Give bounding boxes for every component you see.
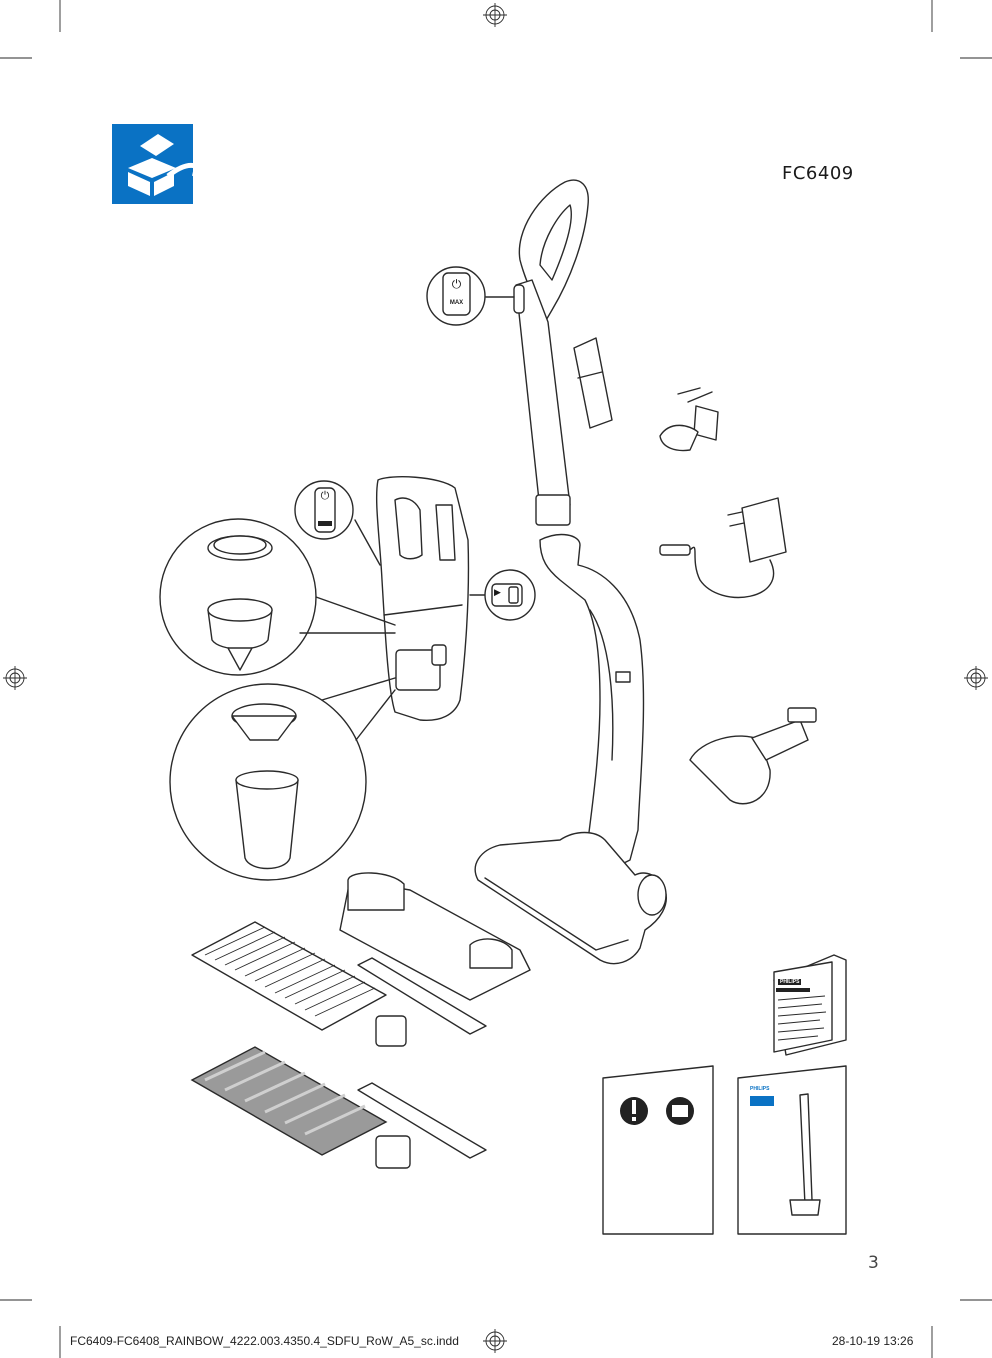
footer-file-name: FC6409-FC6408_RAINBOW_4222.003.4350.4_SD… (70, 1334, 459, 1348)
microfiber-pad-2-illustration (190, 1046, 487, 1169)
battery-indicator-icon (318, 521, 332, 526)
registration-mark-top (483, 3, 507, 27)
power-icon: ⏻ (320, 490, 330, 502)
turbo-brush-illustration (689, 707, 817, 805)
user-manual-booklet (773, 954, 847, 1056)
quick-guide-brand: PHILIPS (750, 1086, 770, 1092)
user-manual-brand: PHILIPS (778, 979, 802, 985)
unboxing-icon (112, 124, 206, 204)
release-button-callout: ▶ (494, 587, 501, 598)
charger-adapter-illustration (659, 497, 787, 599)
registration-mark-left (3, 666, 27, 690)
page-number: 3 (868, 1253, 879, 1273)
safety-leaflet-booklet (602, 1065, 714, 1235)
registration-mark-bottom (483, 1329, 507, 1353)
dust-container-detail-circle (169, 677, 396, 881)
play-arrow-icon: ▶ (494, 587, 501, 597)
handheld-power-callout: ⏻ (315, 490, 335, 526)
model-number-label: FC6409 (782, 163, 854, 184)
handheld-unit-illustration (294, 476, 536, 722)
crevice-tool-illustration (573, 337, 613, 429)
docking-station-illustration (339, 872, 531, 1001)
filter-detail-circle (159, 518, 396, 676)
handle-power-callout: ⏻ MAX (443, 273, 470, 315)
max-label: MAX (449, 300, 464, 306)
footer-date-time: 28-10-19 13:26 (832, 1334, 914, 1348)
quick-start-guide-booklet (737, 1065, 847, 1235)
power-icon: ⏻ (451, 277, 462, 291)
stick-vacuum-illustration (426, 179, 667, 965)
registration-mark-right (964, 666, 988, 690)
wall-bracket-illustration (659, 387, 719, 452)
microfiber-pad-1-illustration (191, 921, 487, 1047)
